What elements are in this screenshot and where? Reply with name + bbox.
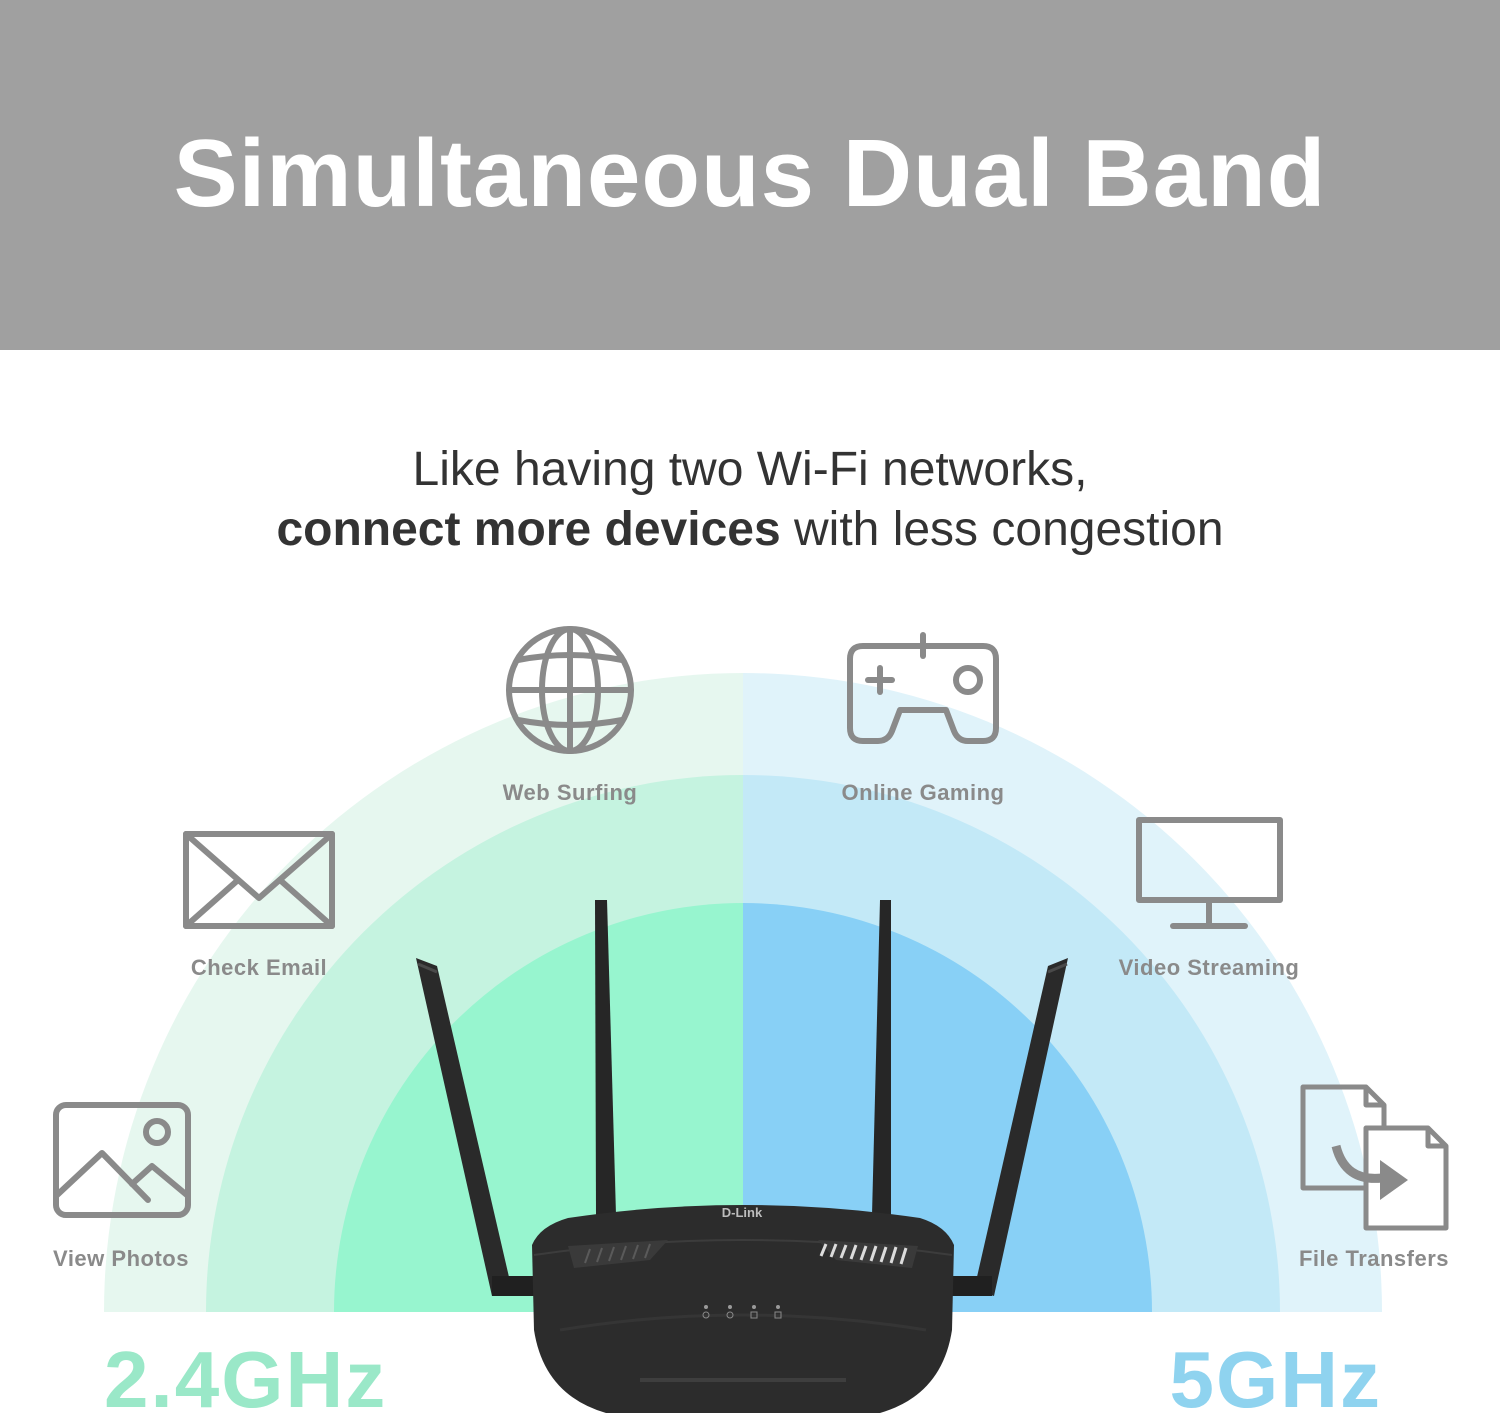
subtitle-line-2: connect more devices with less congestio…	[0, 502, 1500, 558]
label-web-surfing: Web Surfing	[503, 780, 638, 805]
router-logo: D-Link	[722, 1205, 763, 1220]
file-transfer-icon	[1300, 1084, 1449, 1231]
label-video-streaming: Video Streaming	[1119, 955, 1300, 980]
router-vent-left	[568, 1240, 668, 1268]
globe-icon	[506, 626, 634, 754]
image-icon	[53, 1102, 191, 1218]
antenna-right-inner	[872, 900, 891, 1215]
title-banner	[0, 0, 1500, 350]
band-label-5ghz: 5GHz	[1170, 1335, 1383, 1424]
label-check-email: Check Email	[191, 955, 327, 980]
page-title: Simultaneous Dual Band	[173, 120, 1327, 227]
label-file-transfers: File Transfers	[1299, 1246, 1449, 1271]
router-status-leds	[702, 1305, 782, 1319]
envelope-icon	[183, 831, 335, 929]
monitor-icon	[1136, 817, 1283, 929]
band-label-2-4ghz: 2.4GHz	[104, 1335, 387, 1424]
router: D-Link	[416, 900, 1068, 1413]
antenna-left-outer	[416, 958, 512, 1296]
subtitle-emphasis: connect more devices	[276, 503, 781, 556]
antenna-right-outer	[974, 958, 1068, 1296]
subtitle-line-1: Like having two Wi-Fi networks,	[412, 443, 1088, 496]
gamepad-icon	[847, 632, 999, 744]
antenna-left-inner	[595, 900, 616, 1215]
label-online-gaming: Online Gaming	[842, 780, 1005, 805]
subtitle-rest: with less congestion	[780, 503, 1224, 556]
label-view-photos: View Photos	[53, 1246, 189, 1271]
